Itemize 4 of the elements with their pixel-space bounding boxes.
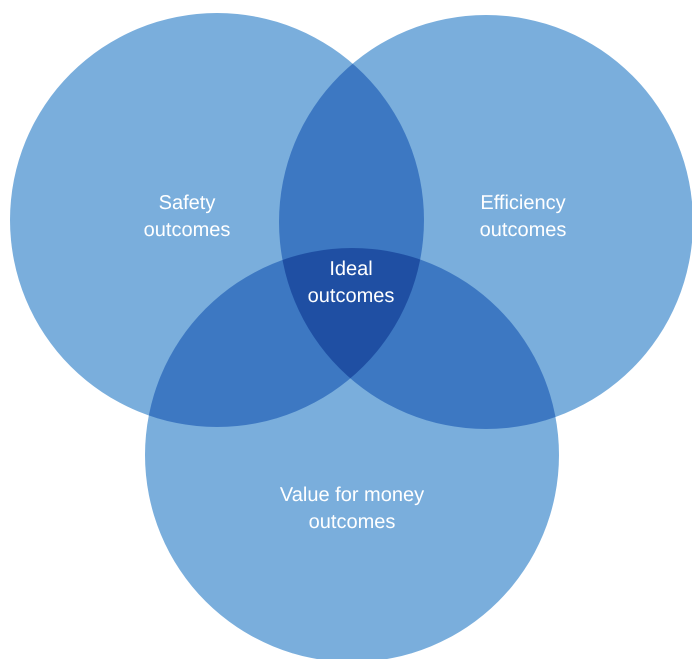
- center-label: Ideal outcomes: [306, 257, 396, 309]
- circle-label: Efficiency outcomes: [458, 190, 588, 244]
- circle-label: Value for money outcomes: [257, 482, 447, 536]
- circle-label: Safety outcomes: [122, 190, 252, 244]
